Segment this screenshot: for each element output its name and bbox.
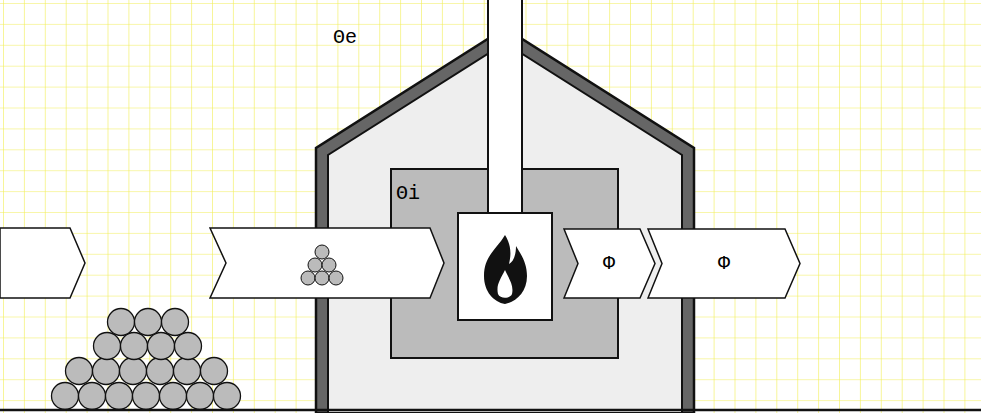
house-wall [316,28,694,413]
temperature-symbol: Θe [333,28,357,48]
heat-flow-arrow: Φ [647,228,801,299]
house-interior [328,43,682,413]
temperature-symbol: Θi [396,184,420,204]
heat-flow-symbol: Φ [603,254,615,274]
supply-arrow [0,228,85,298]
wood-pile [52,309,241,410]
heat-flow-symbol: Φ [718,254,730,274]
ground-line [0,409,981,412]
heat-flow-arrow: Φ [563,228,656,299]
fuel-icon [301,245,343,285]
